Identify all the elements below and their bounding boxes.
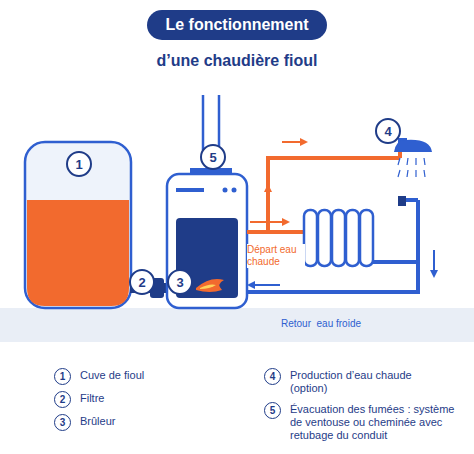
callout-number: 1 <box>60 371 66 382</box>
callout-circle: 1 <box>66 151 92 177</box>
callout-circle: 4 <box>264 368 281 385</box>
callout-number: 2 <box>138 275 145 290</box>
legend-text: Filtre <box>80 392 230 405</box>
pipe-label: Retour eau froide <box>246 318 396 330</box>
pipe-label: Départ eau chaude <box>247 244 305 268</box>
callout-number: 2 <box>60 394 66 405</box>
callout-number: 5 <box>270 405 276 416</box>
legend-text: Production d’eau chaude (option) <box>290 369 440 395</box>
legend-text: Brûleur <box>80 415 230 428</box>
legend-text: Évacuation des fumées : système de vento… <box>290 403 460 443</box>
legend-text: Cuve de fioul <box>80 369 230 382</box>
return-arrows <box>247 270 438 289</box>
callout-circle: 1 <box>54 368 71 385</box>
title-pill: Le fonctionnement <box>147 10 327 40</box>
callout-number: 3 <box>60 417 66 428</box>
cold-water-pipe <box>247 200 434 292</box>
floor-band <box>0 308 474 342</box>
fuel-tank <box>25 142 131 308</box>
radiator <box>304 210 373 266</box>
callout-circle: 3 <box>54 414 71 431</box>
callout-number: 1 <box>75 157 82 172</box>
callout-circle: 2 <box>129 269 155 295</box>
callout-circle: 2 <box>54 391 71 408</box>
callout-number: 3 <box>176 275 183 290</box>
shower <box>394 140 432 206</box>
callout-circle: 5 <box>200 144 226 170</box>
chimney-flue <box>203 95 219 150</box>
title-text: Le fonctionnement <box>165 16 308 34</box>
callout-circle: 3 <box>167 269 193 295</box>
callout-circle: 5 <box>264 402 281 419</box>
callout-number: 5 <box>209 150 216 165</box>
subtitle: d’une chaudière fioul <box>87 51 387 70</box>
flow-arrows <box>264 138 308 226</box>
callout-circle: 4 <box>375 118 401 144</box>
callout-number: 4 <box>384 124 391 139</box>
boiler <box>167 168 247 308</box>
callout-number: 4 <box>270 371 276 382</box>
